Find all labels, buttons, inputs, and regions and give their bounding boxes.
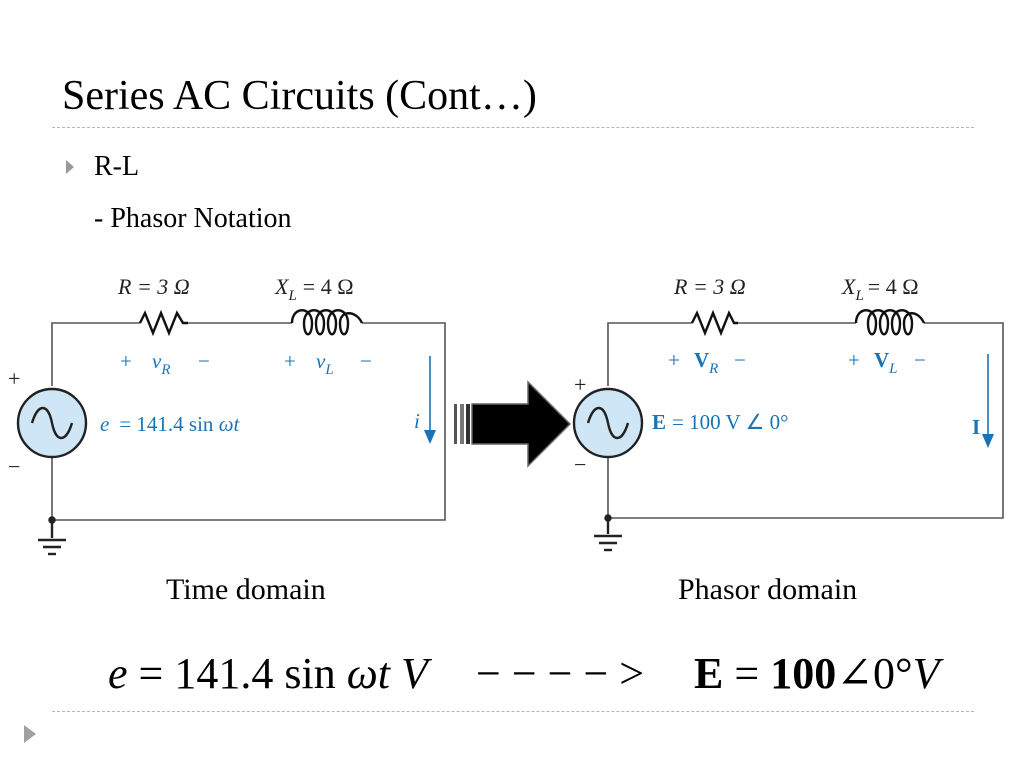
phasor-resistor-icon xyxy=(690,309,738,337)
phasor-domain-equation: E = 100∠0°V xyxy=(694,644,940,704)
time-vl-minus: − xyxy=(360,349,372,373)
phasor-circuit-wires xyxy=(607,322,1004,519)
time-current-arrow-icon xyxy=(424,356,436,444)
time-sine-icon xyxy=(30,406,74,440)
phasor-vr-label: VR xyxy=(694,348,718,377)
phasor-vr-plus: + xyxy=(668,348,680,372)
time-ground-icon xyxy=(38,516,66,556)
time-circuit-wires xyxy=(51,322,446,521)
title-divider xyxy=(52,127,974,128)
phasor-source-plus: + xyxy=(574,372,586,397)
slide-title: Series AC Circuits (Cont…) xyxy=(62,73,537,119)
time-domain-equation: e = 141.4 sin ωt V xyxy=(108,644,428,704)
time-inductor-icon xyxy=(290,309,364,336)
equation-arrow: − − − − > xyxy=(476,649,645,698)
eq-omega-t: ωt xyxy=(346,649,390,698)
eq-phasor-angle: ∠0° xyxy=(836,649,913,698)
time-source-plus: + xyxy=(8,366,20,391)
bullet-arrow-icon xyxy=(66,160,74,174)
phasor-ground-icon xyxy=(594,514,622,552)
sub-bullet-text: - Phasor Notation xyxy=(94,203,292,234)
time-vr-plus: + xyxy=(120,349,132,373)
eq-time-body: = 141.4 sin xyxy=(127,649,347,698)
time-domain-caption: Time domain xyxy=(166,573,326,606)
time-resistor-icon xyxy=(138,309,188,337)
time-resistor-label: R = 3 Ω xyxy=(117,274,190,299)
phasor-source-equation: E= 100 V ∠ 0° xyxy=(652,410,789,434)
next-slide-arrow-icon[interactable] xyxy=(24,725,36,743)
time-vl-label: vL xyxy=(316,349,334,378)
time-inductor-label: XL= 4 Ω xyxy=(274,274,354,304)
phasor-current-label: I xyxy=(972,415,980,439)
phasor-vl-minus: − xyxy=(914,348,926,372)
phasor-sine-icon xyxy=(586,406,630,440)
time-vr-minus: − xyxy=(198,349,210,373)
transform-arrow-icon xyxy=(454,380,572,468)
eq-E-symbol: E xyxy=(694,649,724,698)
eq-e-symbol: e xyxy=(108,649,128,698)
phasor-inductor-label: XL= 4 Ω xyxy=(841,274,919,304)
time-vr-label: vR xyxy=(152,349,171,378)
phasor-vr-minus: − xyxy=(734,348,746,372)
eq-phasor-magnitude: 100 xyxy=(770,649,837,698)
eq-time-unit: V xyxy=(390,649,428,698)
eq-phasor-unit: V xyxy=(912,649,940,698)
phasor-resistor-label: R = 3 Ω xyxy=(673,274,746,299)
time-domain-circuit: R = 3 Ω XL= 4 Ω + vR − + vL − e= 141.4 s… xyxy=(8,274,446,556)
time-source-minus: − xyxy=(8,454,20,479)
phasor-domain-caption: Phasor domain xyxy=(678,573,858,606)
phasor-vl-plus: + xyxy=(848,348,860,372)
phasor-domain-circuit: R = 3 Ω XL= 4 Ω + VR − + VL − E= 100 V ∠… xyxy=(572,274,1004,552)
bullet-text: R-L xyxy=(94,151,140,182)
equation-row: e = 141.4 sin ωt V − − − − > E = 100∠0°V xyxy=(0,644,1024,708)
phasor-vl-label: VL xyxy=(874,348,898,377)
phasor-current-arrow-icon xyxy=(982,354,994,448)
phasor-inductor-icon xyxy=(854,309,926,336)
phasor-source-minus: − xyxy=(574,452,586,477)
time-vl-plus: + xyxy=(284,349,296,373)
eq-phasor-equals: = xyxy=(723,649,771,698)
time-current-label: i xyxy=(414,409,420,433)
time-source-equation: e= 141.4 sin ωt xyxy=(100,412,241,436)
footer-divider xyxy=(52,711,974,712)
